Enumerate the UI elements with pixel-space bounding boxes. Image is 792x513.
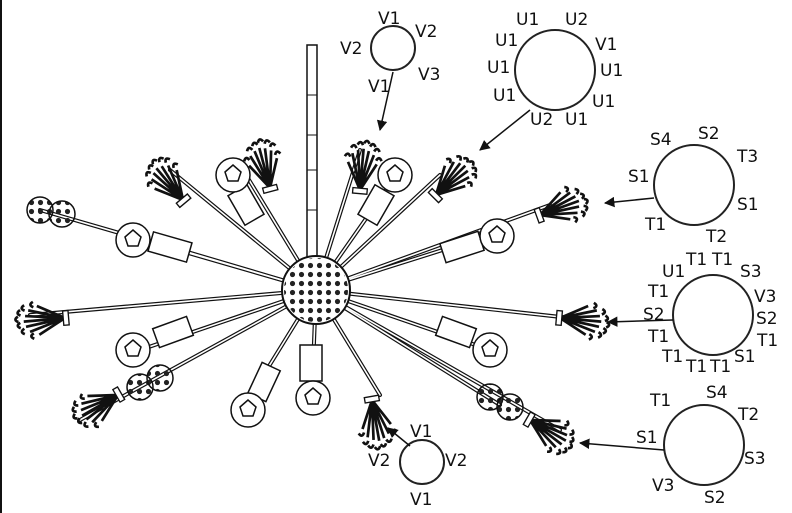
callout-d-label: T1 bbox=[756, 331, 778, 351]
callout-c-label: T3 bbox=[736, 147, 758, 167]
beaded-orbs bbox=[26, 196, 524, 421]
callout-d-label: T1 bbox=[685, 357, 707, 377]
callout-b-label: U1 bbox=[592, 92, 615, 112]
callout-d-label: T1 bbox=[709, 357, 731, 377]
callout-d-label: S1 bbox=[734, 347, 756, 367]
callout-e-label: T1 bbox=[649, 391, 671, 411]
callout-b-label: U2 bbox=[565, 10, 588, 30]
callout-b-label: V1 bbox=[595, 35, 617, 55]
callout-b-label: U2 bbox=[530, 110, 553, 130]
callout-c-label: S1 bbox=[628, 167, 650, 187]
callout-b-label: U1 bbox=[600, 61, 623, 81]
callout-e: T1 S4 T2 S1 S3 V3 S2 bbox=[578, 383, 766, 508]
callout-d-label: S2 bbox=[756, 309, 778, 329]
callout-a-label: V1 bbox=[368, 77, 390, 97]
callout-a-label: V3 bbox=[418, 65, 440, 85]
callout-e-label: V3 bbox=[652, 476, 674, 496]
callout-a-label: V2 bbox=[340, 39, 362, 59]
callout-d-label: U1 bbox=[662, 262, 685, 282]
callout-d-label: S3 bbox=[740, 262, 762, 282]
callout-e-label: S1 bbox=[636, 428, 658, 448]
callout-e-label: S4 bbox=[706, 383, 728, 403]
callout-b-label: U1 bbox=[495, 31, 518, 51]
callout-e-label: S2 bbox=[704, 488, 726, 508]
callout-f-label: V1 bbox=[410, 490, 432, 510]
callout-a: V1 V2 V2 V3 V1 bbox=[340, 9, 440, 132]
callout-c-label: S4 bbox=[650, 130, 672, 150]
callout-d-label: T1 bbox=[711, 250, 733, 270]
hub-dots bbox=[284, 258, 348, 322]
callout-b-label: U1 bbox=[516, 10, 539, 30]
callout-d-label: T1 bbox=[661, 347, 683, 367]
callout-c-label: T1 bbox=[644, 215, 666, 235]
callout-c: S4 S2 T3 S1 S1 T1 T2 bbox=[603, 124, 759, 247]
callout-b-label: U1 bbox=[487, 58, 510, 78]
callout-e-label: S3 bbox=[744, 449, 766, 469]
callout-d-label: T1 bbox=[647, 282, 669, 302]
callout-a-label: V1 bbox=[378, 9, 400, 29]
callout-d-label: T1 bbox=[685, 250, 707, 270]
callout-d-label: V3 bbox=[754, 287, 776, 307]
callout-b-label: U1 bbox=[493, 86, 516, 106]
callout-a-label: V2 bbox=[415, 22, 437, 42]
callout-d-label: S2 bbox=[643, 305, 665, 325]
callout-f-label: V2 bbox=[368, 451, 390, 471]
callout-b: U1 U2 U1 V1 U1 U1 U1 U1 U2 U1 bbox=[479, 10, 623, 151]
callout-f-label: V1 bbox=[410, 422, 432, 442]
callout-f-label: V2 bbox=[445, 451, 467, 471]
callout-d-label: T1 bbox=[647, 327, 669, 347]
callout-b-label: U1 bbox=[565, 110, 588, 130]
callout-e-label: T2 bbox=[737, 405, 759, 425]
chandelier-stem bbox=[306, 44, 318, 261]
callout-c-label: T2 bbox=[705, 227, 727, 247]
callout-c-label: S2 bbox=[698, 124, 720, 144]
callout-f: V1 V2 V2 V1 bbox=[368, 422, 467, 510]
callout-c-label: S1 bbox=[737, 195, 759, 215]
callout-d: U1 T1 T1 S3 T1 V3 S2 S2 T1 T1 T1 T1 T1 S… bbox=[606, 250, 778, 377]
